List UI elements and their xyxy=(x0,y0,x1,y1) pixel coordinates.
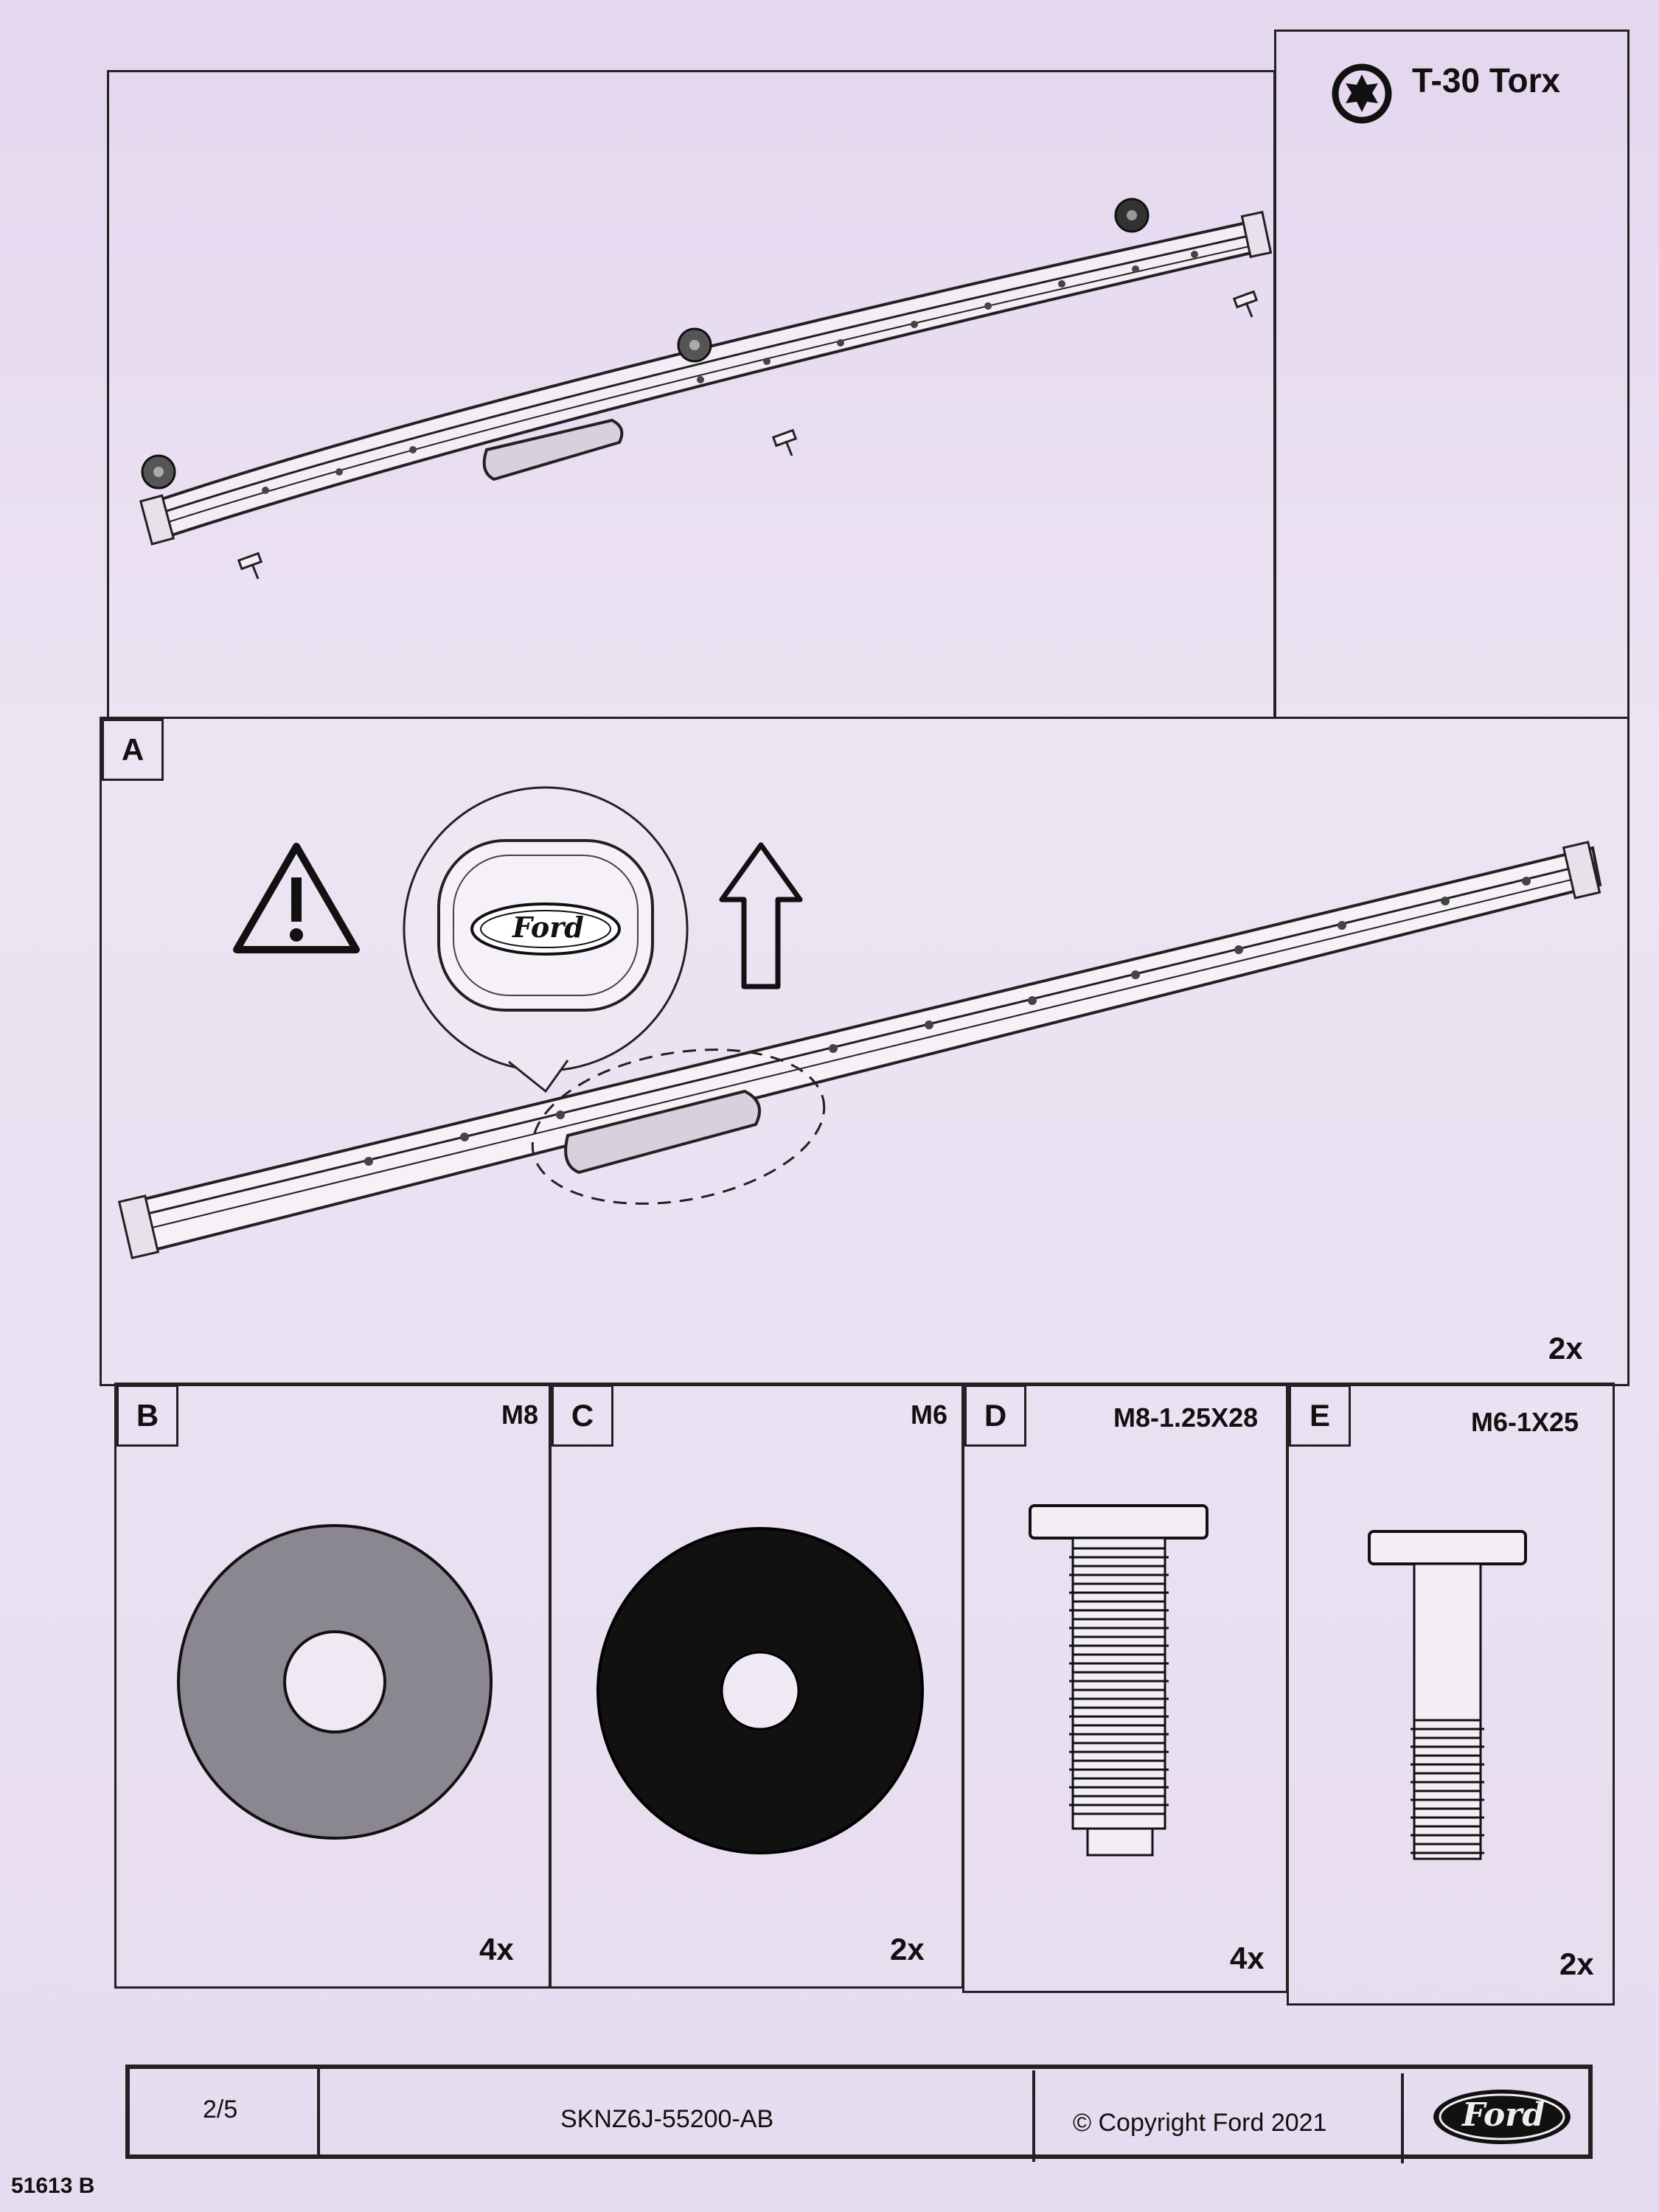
footer-divider-1 xyxy=(317,2065,320,2157)
tool-name: T-30 Torx xyxy=(1412,61,1561,100)
panel-a-quantity: 2x xyxy=(1548,1331,1583,1366)
part-number: SKNZ6J-55200-AB xyxy=(560,2105,774,2133)
washer-m6-icon xyxy=(597,1527,924,1854)
tool-panel xyxy=(1274,29,1630,719)
footer-divider-3 xyxy=(1401,2073,1404,2163)
rail-exploded-illustration xyxy=(139,198,1273,580)
footer-bar xyxy=(125,2065,1593,2159)
footer-divider-2 xyxy=(1032,2070,1035,2162)
bolt-m6-icon xyxy=(1368,1530,1527,1860)
rail-install-illustration xyxy=(117,841,1602,1259)
part-c-label: C xyxy=(552,1385,613,1447)
part-b-quantity: 4x xyxy=(479,1932,514,1966)
part-b-spec: M8 xyxy=(501,1399,539,1430)
part-d-spec: M8-1.25X28 xyxy=(1113,1402,1259,1433)
part-e-quantity: 2x xyxy=(1559,1947,1594,1981)
washer-m8-icon xyxy=(177,1524,493,1840)
bolt-m8-icon xyxy=(1029,1504,1208,1857)
part-e-label: E xyxy=(1289,1385,1351,1447)
warning-icon xyxy=(233,843,360,953)
ford-badge-callout xyxy=(403,786,689,1093)
ford-logo xyxy=(1433,2090,1571,2144)
panel-a-label: A xyxy=(102,719,164,781)
torx-icon xyxy=(1332,63,1392,124)
part-d-quantity: 4x xyxy=(1230,1941,1265,1975)
part-b-label: B xyxy=(116,1385,178,1447)
part-c-spec: M6 xyxy=(911,1399,948,1430)
part-c-quantity: 2x xyxy=(890,1932,925,1966)
ford-logo-text: Ford xyxy=(1462,2096,1545,2134)
page-number: 2/5 xyxy=(203,2096,238,2124)
doc-code: 51613 B xyxy=(11,2174,95,2198)
badge-logo-text: Ford xyxy=(512,911,584,944)
part-e-panel xyxy=(1287,1382,1615,2006)
copyright: © Copyright Ford 2021 xyxy=(1073,2109,1327,2137)
panel-a xyxy=(100,717,1630,1386)
arrow-up-icon xyxy=(719,842,803,990)
part-d-label: D xyxy=(964,1385,1026,1447)
part-e-spec: M6-1X25 xyxy=(1471,1407,1579,1437)
